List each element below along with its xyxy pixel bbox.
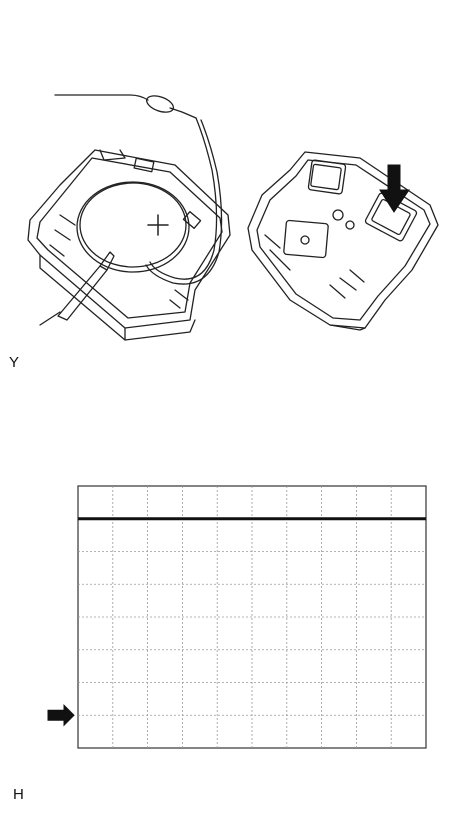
remote-key-housing-open-icon (27, 149, 231, 341)
ground-reference-arrow-icon (47, 704, 75, 727)
oscilloscope-screen (47, 485, 427, 749)
oscilloscope-waveform: H (0, 470, 474, 802)
figure-label-bottom: H (13, 786, 24, 803)
figure-label-top: Y (9, 354, 20, 371)
probe-icon (39, 251, 115, 326)
illustration-canvas (27, 94, 439, 341)
probe-lead-icon (54, 94, 223, 285)
battery-icon (76, 181, 190, 273)
battery-probe-illustration: Y (0, 0, 474, 400)
remote-key-circuit-board-icon (247, 151, 439, 331)
press-switch-arrow-icon (379, 164, 410, 213)
